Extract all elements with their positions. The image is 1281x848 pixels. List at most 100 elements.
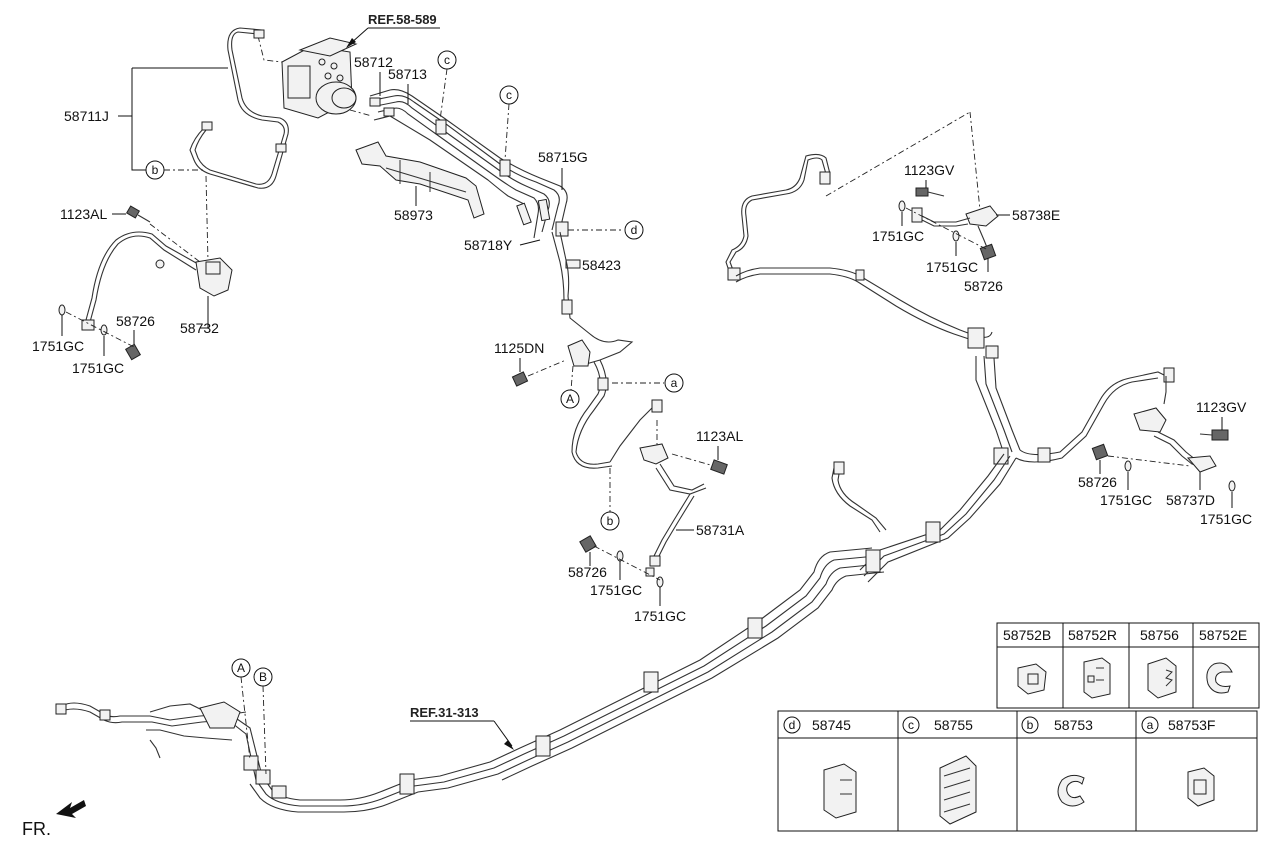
washer-1751GC-top2 [952, 230, 960, 242]
svg-text:a: a [1147, 718, 1154, 732]
washer-1751GC-top1 [898, 200, 906, 212]
washer-1751GC-right1 [1124, 460, 1132, 472]
hose-58737D [1133, 407, 1217, 473]
callout-d: d [624, 220, 644, 240]
label-58715G: 58715G [538, 149, 588, 165]
bracket-58973 [355, 141, 485, 219]
clip-58752E-icon [1206, 662, 1233, 694]
bolt-58726-top [979, 243, 997, 261]
label-1123GV-right: 1123GV [1196, 399, 1247, 415]
label-1751GC-right2: 1751GC [1200, 511, 1252, 527]
callout-B-bottom: B [253, 667, 273, 687]
svg-text:c: c [506, 88, 512, 102]
bolt-58726-left [124, 343, 142, 361]
callout-A-bottom: A [231, 658, 251, 678]
callout-c-2: c [499, 85, 519, 105]
svg-text:c: c [908, 718, 914, 732]
label-1751GC-mid2: 1751GC [634, 608, 686, 624]
clip-58752R-icon [1083, 657, 1111, 699]
svg-text:B: B [259, 670, 267, 684]
clip-header-58753F: 58753F [1168, 717, 1215, 733]
label-58726-mid: 58726 [568, 564, 607, 580]
svg-text:A: A [566, 392, 574, 406]
label-1123AL-left: 1123AL [60, 206, 107, 222]
bolt-1123GV-right [1199, 429, 1229, 441]
label-58973: 58973 [394, 207, 433, 223]
label-58423: 58423 [582, 257, 621, 273]
svg-text:c: c [444, 53, 450, 67]
ref-abs-label: REF.58-589 [368, 12, 437, 27]
union-58423 [565, 259, 581, 269]
brake-line-58711J [189, 27, 289, 189]
svg-text:a: a [671, 376, 678, 390]
callout-b-mid: b [600, 511, 620, 531]
bolt-58726-mid [579, 535, 597, 553]
callout-A-mid: A [560, 389, 580, 409]
clip-58753-icon [1057, 774, 1085, 807]
washer-1751GC-right2 [1228, 480, 1236, 492]
label-58738E: 58738E [1012, 207, 1060, 223]
abs-module [281, 37, 358, 119]
label-1751GC-top2: 1751GC [926, 259, 978, 275]
bolt-58726-right [1091, 443, 1109, 461]
clip-58753F-icon [1187, 767, 1215, 807]
bolt-1123AL-left [125, 205, 151, 223]
label-58726-right: 58726 [1078, 474, 1117, 490]
label-58712: 58712 [354, 54, 393, 70]
label-1123GV-top: 1123GV [904, 162, 955, 178]
callout-a-mid: a [664, 373, 684, 393]
block-1125DN [567, 339, 591, 367]
clip-58755-icon [939, 755, 977, 825]
clip-58745-icon [823, 763, 857, 819]
label-1125DN: 1125DN [494, 340, 544, 356]
bolt-1123AL-mid [710, 459, 728, 475]
clip-58756-icon [1147, 657, 1177, 699]
label-58718Y: 58718Y [464, 237, 513, 253]
label-58713: 58713 [388, 66, 427, 82]
callout-b-left: b [145, 160, 165, 180]
clip-header-58745: 58745 [812, 717, 851, 733]
label-58711J: 58711J [64, 108, 109, 124]
hose-58731A [609, 399, 707, 577]
underbody-brake-bundle [249, 547, 885, 813]
svg-text:d: d [789, 718, 796, 732]
svg-text:b: b [152, 163, 159, 177]
label-58737D: 58737D [1166, 492, 1215, 508]
clip-header-58756: 58756 [1140, 627, 1179, 643]
svg-text:A: A [237, 661, 245, 675]
front-marker: FR. [22, 819, 51, 839]
clip-58752B-icon [1017, 663, 1047, 695]
clip-header-58752B: 58752B [1003, 627, 1051, 643]
label-58732: 58732 [180, 320, 219, 336]
label-58726-left: 58726 [116, 313, 155, 329]
clip-header-58752E: 58752E [1199, 627, 1247, 643]
clip-header-58755: 58755 [934, 717, 973, 733]
callout-c-1: c [437, 50, 457, 70]
label-1123AL-mid: 1123AL [696, 428, 743, 444]
svg-text:b: b [1027, 718, 1034, 732]
front-left-lines [55, 701, 287, 799]
brake-lines-58715G [369, 89, 569, 239]
bolt-1123GV-top [915, 187, 945, 197]
clip-header-58753: 58753 [1054, 717, 1093, 733]
label-1751GC-right1: 1751GC [1100, 492, 1152, 508]
clip-header-58752R: 58752R [1068, 627, 1117, 643]
label-58726-top: 58726 [964, 278, 1003, 294]
svg-text:b: b [607, 514, 614, 528]
front-arrow-icon [56, 800, 86, 818]
label-1751GC-mid1: 1751GC [590, 582, 642, 598]
svg-text:d: d [631, 223, 638, 237]
label-1751GC-top1: 1751GC [872, 228, 924, 244]
clip-table-bottom: d 58745 c 58755 b 58753 a 58753F [777, 710, 1258, 832]
washer-1751GC-left2 [100, 324, 108, 336]
label-1751GC-left2: 1751GC [72, 360, 124, 376]
bolt-1125DN [511, 371, 529, 387]
label-58731A: 58731A [696, 522, 745, 538]
label-1751GC-left1: 1751GC [32, 338, 84, 354]
hose-58732 [81, 231, 233, 331]
washer-1751GC-left1 [58, 304, 66, 316]
ref-fuel-label: REF.31-313 [410, 705, 479, 720]
hose-58738E [911, 205, 999, 251]
clip-table-top: 58752B 58752R 58756 58752E [996, 622, 1260, 709]
